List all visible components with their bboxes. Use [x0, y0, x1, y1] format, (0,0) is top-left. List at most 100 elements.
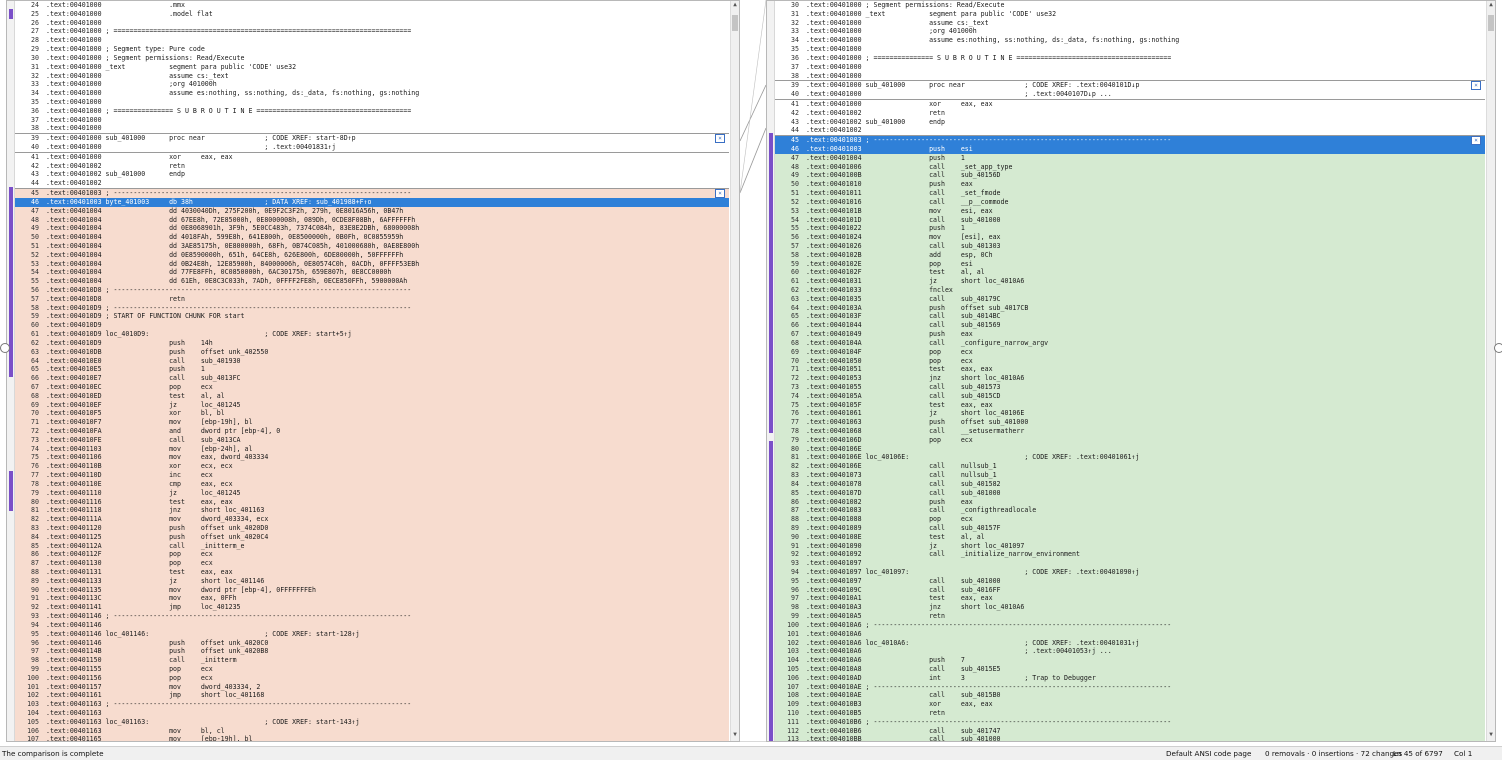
code-line[interactable]: 68.text:004010ED test al, al	[15, 391, 729, 401]
code-line[interactable]: 61.text:004010D9 loc_4010D9: ; CODE XREF…	[15, 330, 729, 339]
right-code-lines[interactable]: 30.text:00401000 ; Segment permissions: …	[775, 1, 1485, 741]
code-line[interactable]: 76.text:0040110B xor ecx, ecx	[15, 462, 729, 472]
code-line[interactable]: 66.text:004010E7 call sub_4013FC	[15, 374, 729, 383]
code-line[interactable]: 49.text:0040100B call sub_40156D	[775, 171, 1485, 181]
code-line[interactable]: 39.text:00401000 sub_401000 proc near ; …	[15, 133, 729, 144]
code-line[interactable]: 61.text:00401031 jz short loc_4010A6	[775, 277, 1485, 286]
code-line[interactable]: 44.text:00401002	[15, 179, 729, 188]
code-line[interactable]: 80.text:00401116 test eax, eax	[15, 497, 729, 507]
code-line[interactable]: 102.text:00401161 jmp short loc_401168	[15, 691, 729, 701]
code-line[interactable]: 90.text:00401135 mov dword ptr [ebp-4], …	[15, 585, 729, 595]
code-line[interactable]: 75.text:00401106 mov eax, dword_403334	[15, 453, 729, 463]
code-line[interactable]: 109.text:004010B3 xor eax, eax	[775, 700, 1485, 709]
code-line[interactable]: 55.text:00401022 push 1	[775, 224, 1485, 234]
code-line[interactable]: 102.text:004010A6 loc_4010A6: ; CODE XRE…	[775, 638, 1485, 648]
close-icon[interactable]: ×	[715, 134, 725, 144]
code-line[interactable]: 107.text:00401165 mov [ebp-19h], bl	[15, 735, 729, 741]
scroll-up-icon[interactable]: ▲	[733, 1, 737, 8]
code-line[interactable]: 40.text:00401000 ; .text:00401831↑j	[15, 143, 729, 152]
scroll-down-icon[interactable]: ▼	[733, 731, 737, 738]
code-line[interactable]: 52.text:00401016 call __p__commode	[775, 197, 1485, 207]
code-line[interactable]: 106.text:00401163 mov bl, cl	[15, 726, 729, 736]
code-line[interactable]: 63.text:00401035 call sub_40179C	[775, 294, 1485, 304]
code-line[interactable]: 67.text:00401049 push eax	[775, 330, 1485, 339]
scroll-thumb[interactable]	[1488, 15, 1494, 31]
code-line[interactable]: 107.text:004010AE ; --------------------…	[775, 682, 1485, 692]
code-line[interactable]: 29.text:00401000 ; Segment type: Pure co…	[15, 45, 729, 54]
code-line[interactable]: 85.text:0040112A call _initterm_e	[15, 541, 729, 551]
code-line[interactable]: 75.text:0040105F test eax, eax	[775, 400, 1485, 410]
close-icon[interactable]: ×	[1471, 81, 1481, 91]
code-line[interactable]: 96.text:00401146 push offset unk_4020C0	[15, 638, 729, 648]
code-line[interactable]: 104.text:004010A6 push 7	[775, 656, 1485, 665]
left-resize-handle[interactable]	[0, 343, 10, 353]
code-line[interactable]: 106.text:004010AD int 3 ; Trap to Debugg…	[775, 673, 1485, 683]
code-line[interactable]: 97.text:0040114B push offset unk_4020B8	[15, 647, 729, 657]
code-line[interactable]: 77.text:00401063 push offset sub_401000	[775, 418, 1485, 427]
code-line[interactable]: 31.text:00401000 _text segment para publ…	[15, 63, 729, 72]
code-line[interactable]: 50.text:00401010 push eax	[775, 180, 1485, 190]
code-line[interactable]: 56.text:004010D8 ; ---------------------…	[15, 286, 729, 295]
code-line[interactable]: 101.text:004010A6	[775, 629, 1485, 639]
code-line[interactable]: 93.text:00401097	[775, 559, 1485, 568]
code-line[interactable]: 91.text:00401090 jz short loc_401097	[775, 541, 1485, 551]
code-line[interactable]: 70.text:00401050 pop ecx	[775, 356, 1485, 366]
code-line[interactable]: 81.text:00401118 jnz short loc_401163	[15, 506, 729, 516]
code-line[interactable]: 94.text:00401097 loc_401097: ; CODE XREF…	[775, 568, 1485, 577]
code-line[interactable]: 78.text:00401068 call __setusermatherr	[775, 427, 1485, 436]
right-vertical-scrollbar[interactable]: ▲ ▼	[1486, 1, 1495, 741]
code-line[interactable]: 33.text:00401000 ;org 401000h	[775, 27, 1485, 36]
code-line[interactable]: 95.text:00401146 loc_401146: ; CODE XREF…	[15, 629, 729, 639]
code-line[interactable]: 88.text:00401131 test eax, eax	[15, 568, 729, 577]
code-line[interactable]: 96.text:0040109C call sub_4016FF	[775, 585, 1485, 595]
code-line[interactable]: 69.text:0040104F pop ecx	[775, 347, 1485, 357]
code-line[interactable]: 87.text:00401130 pop ecx	[15, 559, 729, 568]
code-line[interactable]: 43.text:00401002 sub_401000 endp	[775, 118, 1485, 127]
code-line[interactable]: 42.text:00401002 retn	[775, 109, 1485, 118]
code-line[interactable]: 72.text:00401053 jnz short loc_4010A6	[775, 374, 1485, 383]
code-line[interactable]: 30.text:00401000 ; Segment permissions: …	[775, 1, 1485, 10]
pane-divider[interactable]	[739, 0, 767, 743]
code-line[interactable]: 43.text:00401002 sub_401000 endp	[15, 170, 729, 179]
code-line[interactable]: 35.text:00401000	[15, 98, 729, 107]
code-line[interactable]: 41.text:00401000 xor eax, eax	[15, 151, 729, 162]
close-icon[interactable]: ×	[715, 189, 725, 199]
close-icon[interactable]: ×	[1471, 136, 1481, 146]
code-line[interactable]: 108.text:004010AE call sub_4015B0	[775, 691, 1485, 701]
code-line[interactable]: 65.text:0040103F call sub_4014BC	[775, 312, 1485, 322]
code-line[interactable]: 60.text:004010D9	[15, 321, 729, 331]
code-line[interactable]: 69.text:004010EF jz loc_401245	[15, 400, 729, 410]
code-line[interactable]: 47.text:00401004 dd 4030040Dh, 275F200h,…	[15, 206, 729, 216]
code-line[interactable]: 53.text:0040101B mov esi, eax	[775, 206, 1485, 216]
code-line[interactable]: 45.text:00401003 ; ---------------------…	[775, 135, 1485, 146]
code-line[interactable]: 77.text:0040110D inc ecx	[15, 471, 729, 480]
code-line[interactable]: 65.text:004010E5 push 1	[15, 365, 729, 375]
code-line[interactable]: 41.text:00401000 xor eax, eax	[775, 98, 1485, 109]
code-line[interactable]: 70.text:004010F5 xor bl, bl	[15, 409, 729, 419]
status-encoding[interactable]: Default ANSI code page	[1166, 749, 1252, 758]
code-line[interactable]: 92.text:00401141 jmp loc_401235	[15, 603, 729, 613]
code-line[interactable]: 97.text:004010A1 test eax, eax	[775, 594, 1485, 604]
code-line[interactable]: 54.text:00401004 dd 77FE8FFh, 0C0850000h…	[15, 268, 729, 278]
right-change-strip[interactable]	[767, 1, 775, 741]
code-line[interactable]: 99.text:00401155 pop ecx	[15, 664, 729, 674]
code-line[interactable]: 60.text:0040102F test al, al	[775, 268, 1485, 278]
code-line[interactable]: 95.text:00401097 call sub_401000	[775, 576, 1485, 586]
code-line[interactable]: 84.text:00401078 call sub_401582	[775, 479, 1485, 489]
code-line[interactable]: 58.text:0040102B add esp, 0Ch	[775, 250, 1485, 260]
code-line[interactable]: 25.text:00401000 .model flat	[15, 10, 729, 19]
code-line[interactable]: 105.text:00401163 loc_401163: ; CODE XRE…	[15, 717, 729, 727]
code-line[interactable]: 104.text:00401163	[15, 709, 729, 718]
code-line[interactable]: 93.text:00401146 ; ---------------------…	[15, 612, 729, 621]
code-line[interactable]: 56.text:00401024 mov [esi], eax	[775, 233, 1485, 242]
code-line[interactable]: 80.text:0040106E	[775, 444, 1485, 454]
code-line[interactable]: 47.text:00401004 push 1	[775, 153, 1485, 163]
code-line[interactable]: 85.text:0040107D call sub_401000	[775, 488, 1485, 498]
code-line[interactable]: 58.text:004010D9 ; ---------------------…	[15, 303, 729, 313]
scroll-thumb[interactable]	[732, 15, 738, 31]
code-line[interactable]: 35.text:00401000	[775, 45, 1485, 54]
left-vertical-scrollbar[interactable]: ▲ ▼	[730, 1, 739, 741]
code-line[interactable]: 48.text:00401006 call _set_app_type	[775, 162, 1485, 172]
